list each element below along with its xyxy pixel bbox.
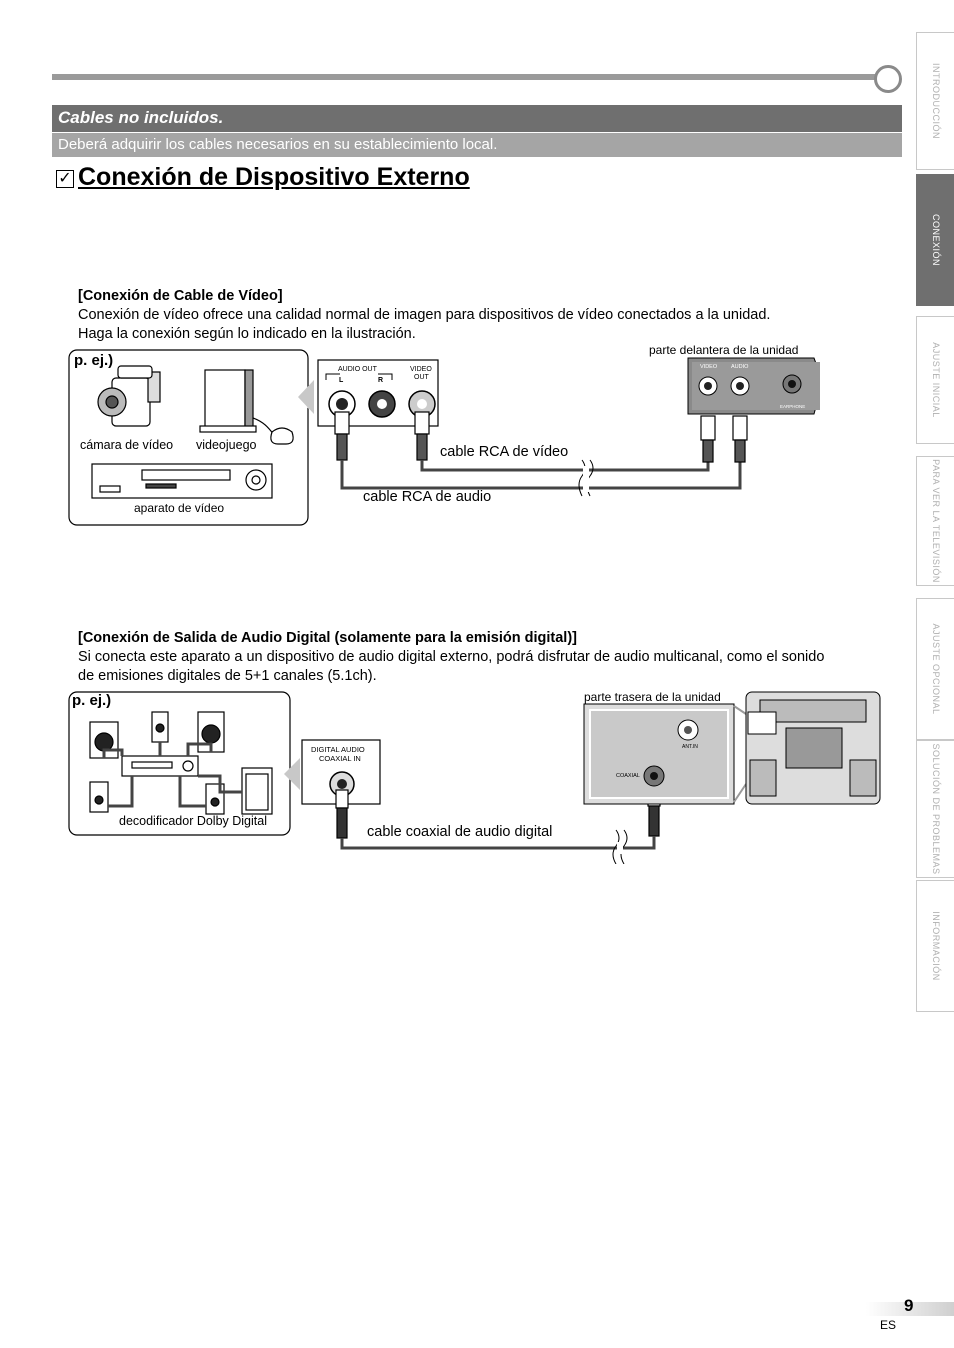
digital-connection-diagram xyxy=(68,691,881,864)
cables-banner-title: Cables no incluidos. xyxy=(58,108,224,127)
unit-front-label: parte delantera de la unidad xyxy=(649,343,799,357)
rca-plug-unit-audio xyxy=(732,415,748,463)
front-video-jack xyxy=(698,376,718,396)
audio-out-l-jack xyxy=(328,390,356,418)
vcr-label: aparato de vídeo xyxy=(134,501,225,515)
tab-introduccion[interactable]: INTRODUCCIÓN xyxy=(916,32,954,170)
jack-l-label: L xyxy=(339,377,344,384)
video-out-label-1: VIDEO xyxy=(410,366,432,373)
rca-video-cable xyxy=(420,460,710,472)
cable-audio-label: cable RCA de audio xyxy=(363,489,492,505)
video-connection-diagram xyxy=(68,349,820,526)
front-audio-label: AUDIO xyxy=(731,364,749,370)
tab-label: AJUSTE INICIAL xyxy=(930,342,941,418)
page-number-bar xyxy=(866,1302,954,1316)
page-number: 9 xyxy=(904,1296,914,1315)
tab-informacion[interactable]: INFORMACIÓN xyxy=(916,880,954,1012)
earphone-label: EARPHONE xyxy=(780,404,806,409)
video-section-line1: Conexión de vídeo ofrece una calidad nor… xyxy=(78,307,771,323)
camcorder-label: cámara de vídeo xyxy=(80,438,174,452)
audio-out-label: AUDIO OUT xyxy=(338,366,377,373)
cable-coaxial-label: cable coaxial de audio digital xyxy=(367,824,553,840)
front-audio-jack xyxy=(730,376,750,396)
speaker-rear-left-icon xyxy=(89,781,109,813)
rear-antin-label: ANT.IN xyxy=(682,744,698,750)
video-section-line2: Haga la conexión según lo indicado en la… xyxy=(78,326,416,342)
page-title: Conexión de Dispositivo Externo xyxy=(78,163,470,191)
cables-banner-body: Deberá adquirir los cables necesarios en… xyxy=(52,133,902,157)
game-console-icon xyxy=(199,369,294,445)
decoder-label: decodificador Dolby Digital xyxy=(119,814,267,828)
coaxial-plug-device xyxy=(335,789,349,839)
vcr-icon xyxy=(91,463,273,499)
tab-label: INFORMACIÓN xyxy=(930,911,941,981)
coaxial-cable xyxy=(340,836,656,850)
tab-ajuste-opcional[interactable]: AJUSTE OPCIONAL xyxy=(916,598,954,740)
video-out-jack xyxy=(408,390,436,418)
front-video-label: VIDEO xyxy=(700,364,718,370)
digital-audio-label-1: DIGITAL AUDIO xyxy=(311,745,365,754)
cable-video-label: cable RCA de vídeo xyxy=(440,444,569,460)
pointer-triangle xyxy=(298,380,314,414)
ant-in-jack xyxy=(677,719,699,741)
rca-plug-unit-video xyxy=(700,415,716,463)
video-section-heading: [Conexión de Cable de Vídeo] xyxy=(78,288,283,304)
top-rule-circle xyxy=(874,65,902,93)
tab-label: SOLUCIÓN DE PROBLEMAS xyxy=(930,743,941,875)
digital-section-heading: [Conexión de Salida de Audio Digital (so… xyxy=(78,630,577,646)
camcorder-icon xyxy=(97,365,161,427)
speaker-center-icon xyxy=(151,711,169,743)
audio-out-r-jack xyxy=(368,390,396,418)
jack-r-label: R xyxy=(378,377,384,384)
rear-coaxial-jack xyxy=(643,765,665,787)
digital-audio-label-2: COAXIAL IN xyxy=(319,754,361,763)
unit-rear-label: parte trasera de la unidad xyxy=(584,690,721,704)
tab-label: CONEXIÓN xyxy=(930,213,941,267)
tab-conexion[interactable]: CONEXIÓN xyxy=(916,174,954,306)
rca-plug-video xyxy=(414,411,430,461)
video-out-label-2: OUT xyxy=(414,374,429,381)
speaker-wires xyxy=(102,742,242,808)
game-console-label: videojuego xyxy=(196,438,257,452)
tab-para-ver-la-television[interactable]: PARA VER LA TELEVISIÓN xyxy=(916,456,954,586)
av-receiver-icon xyxy=(121,755,199,777)
rca-audio-cable xyxy=(340,460,742,490)
tab-label: INTRODUCCIÓN xyxy=(930,63,941,139)
rca-plug-audio xyxy=(334,411,350,461)
language-code: ES xyxy=(880,1318,897,1332)
digital-section-line2: de emisiones digitales de 5+1 canales (5… xyxy=(78,668,377,684)
cables-banner-header: Cables no incluidos. xyxy=(52,105,902,132)
pointer-triangle xyxy=(284,758,300,790)
tab-ajuste-inicial[interactable]: AJUSTE INICIAL xyxy=(916,316,954,444)
cables-banner-text: Deberá adquirir los cables necesarios en… xyxy=(58,136,498,153)
tab-solucion-de-problemas[interactable]: SOLUCIÓN DE PROBLEMAS xyxy=(916,740,954,878)
tab-label: AJUSTE OPCIONAL xyxy=(930,623,941,715)
checkbox-icon: ✓ xyxy=(56,170,74,188)
tab-label: PARA VER LA TELEVISIÓN xyxy=(930,459,941,583)
digital-section-line1: Si conecta este aparato a un dispositivo… xyxy=(78,649,825,665)
earphone-jack xyxy=(782,374,802,394)
video-example-label: p. ej.) xyxy=(74,352,114,369)
tv-rear-icon xyxy=(745,691,881,805)
top-rule xyxy=(52,74,884,80)
rear-coaxial-label: COAXIAL xyxy=(616,773,640,779)
subwoofer-icon xyxy=(241,767,273,815)
digital-example-label: p. ej.) xyxy=(72,692,112,709)
